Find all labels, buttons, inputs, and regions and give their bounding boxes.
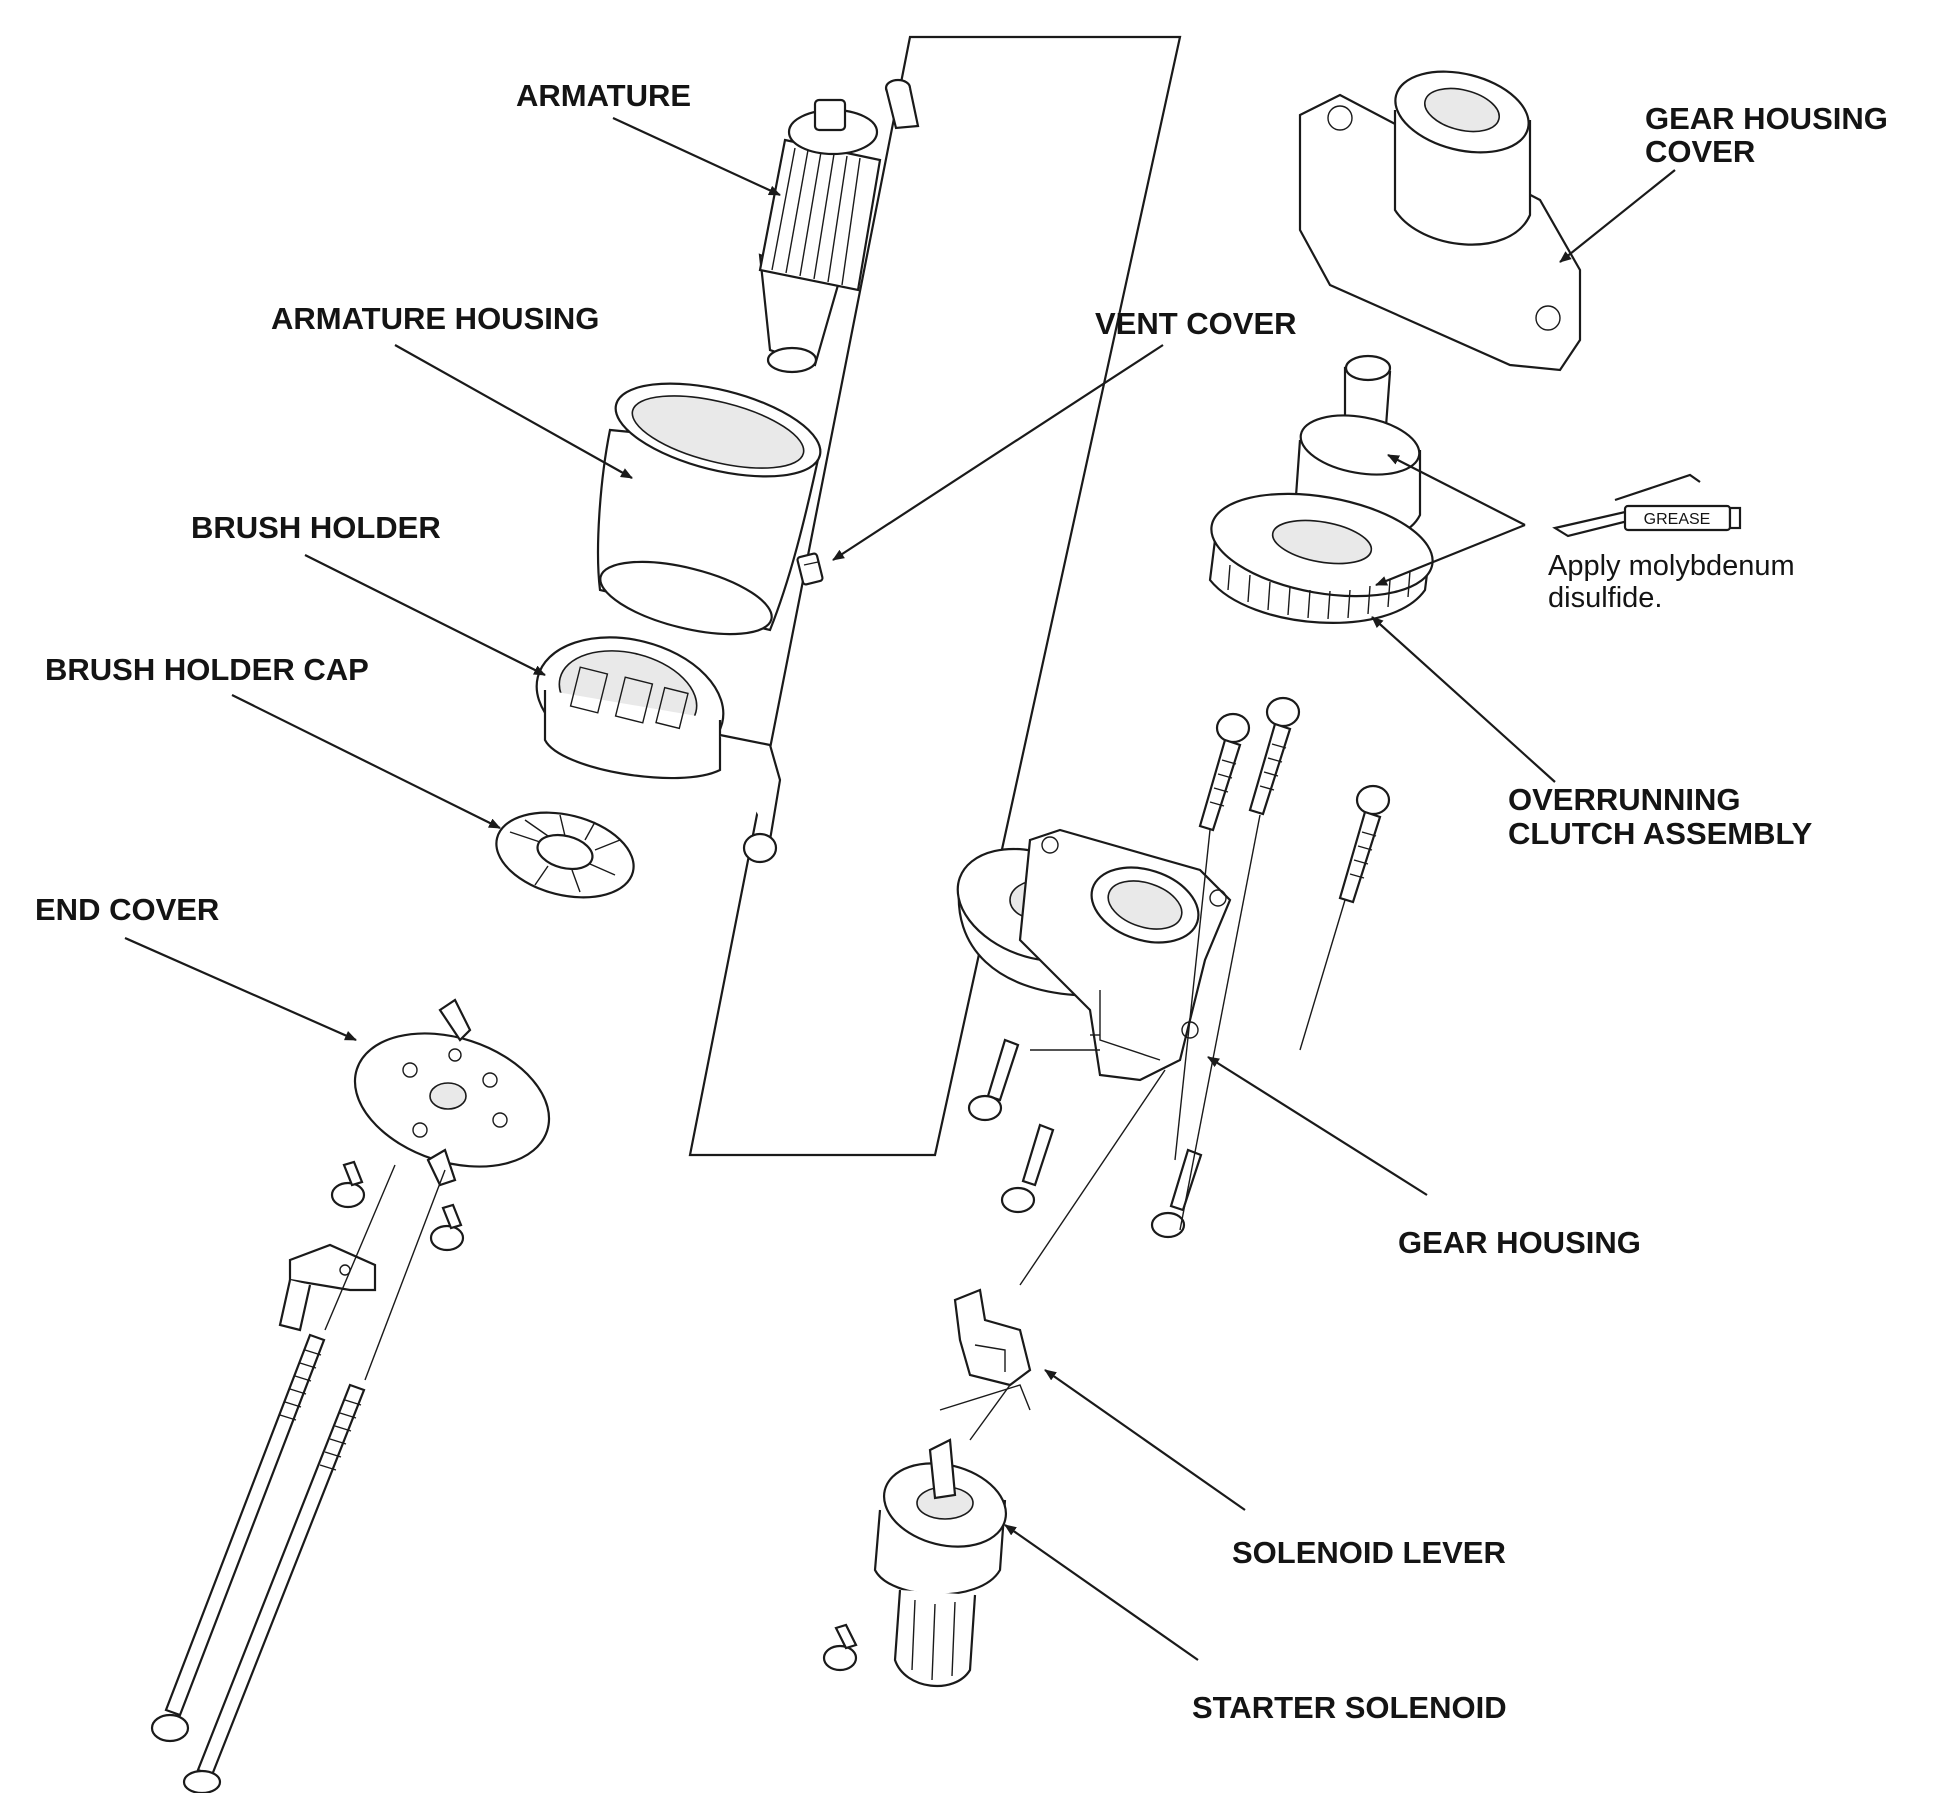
grease-tag: GREASE bbox=[1644, 511, 1711, 528]
label-overrunning-clutch-line2: CLUTCH ASSEMBLY bbox=[1508, 816, 1813, 851]
vent-cover-part bbox=[796, 552, 824, 586]
starter-solenoid-part bbox=[873, 1438, 1008, 1688]
label-gear-housing-cover-line1: GEAR HOUSING bbox=[1645, 101, 1888, 136]
through-bolt-1 bbox=[150, 1333, 326, 1743]
gear-housing-part bbox=[956, 828, 1232, 1082]
gear-housing-cover-part bbox=[1298, 70, 1582, 372]
gear-housing-screw-1 bbox=[967, 1038, 1020, 1122]
label-gear-housing: GEAR HOUSING bbox=[1398, 1225, 1641, 1260]
brush-holder-cap-part bbox=[495, 811, 635, 899]
label-overrunning-clutch-line1: OVERRUNNING bbox=[1508, 782, 1741, 817]
through-bolt-2 bbox=[182, 1383, 366, 1793]
label-brush-holder-cap: BRUSH HOLDER CAP bbox=[45, 652, 369, 687]
grease-gun-icon: GREASE bbox=[1552, 473, 1742, 538]
gear-housing-bolt-3 bbox=[1338, 784, 1391, 904]
overrunning-clutch-part bbox=[1208, 354, 1434, 624]
label-armature-housing: ARMATURE HOUSING bbox=[271, 301, 599, 336]
armature-housing-part bbox=[596, 382, 822, 636]
end-cover-screw-2 bbox=[429, 1203, 465, 1252]
label-solenoid-lever: SOLENOID LEVER bbox=[1232, 1535, 1506, 1570]
grease-note-line1: Apply molybdenum bbox=[1548, 550, 1795, 582]
armature-part bbox=[758, 78, 920, 374]
solenoid-lever-part bbox=[939, 1288, 1032, 1411]
label-gear-housing-cover-line2: COVER bbox=[1645, 134, 1755, 169]
label-armature: ARMATURE bbox=[516, 78, 691, 113]
end-cover-part bbox=[353, 998, 551, 1187]
gear-housing-screw-2 bbox=[1000, 1123, 1055, 1214]
solenoid-screw bbox=[822, 1623, 858, 1672]
gear-housing-screw-3 bbox=[1150, 1148, 1203, 1239]
label-brush-holder: BRUSH HOLDER bbox=[191, 510, 441, 545]
leader-arrows bbox=[124, 117, 1676, 1661]
label-vent-cover: VENT COVER bbox=[1095, 306, 1297, 341]
grease-note-line2: disulfide. bbox=[1548, 582, 1662, 614]
gear-housing-bolt-2 bbox=[1248, 696, 1301, 816]
bracket-part bbox=[278, 1243, 377, 1332]
brush-holder-part bbox=[535, 636, 782, 864]
end-cover-screw-1 bbox=[330, 1160, 366, 1209]
assembly-alignment-lines bbox=[324, 814, 1346, 1441]
label-starter-solenoid: STARTER SOLENOID bbox=[1192, 1690, 1507, 1725]
label-end-cover: END COVER bbox=[35, 892, 219, 927]
gear-housing-bolt-1 bbox=[1198, 712, 1251, 832]
